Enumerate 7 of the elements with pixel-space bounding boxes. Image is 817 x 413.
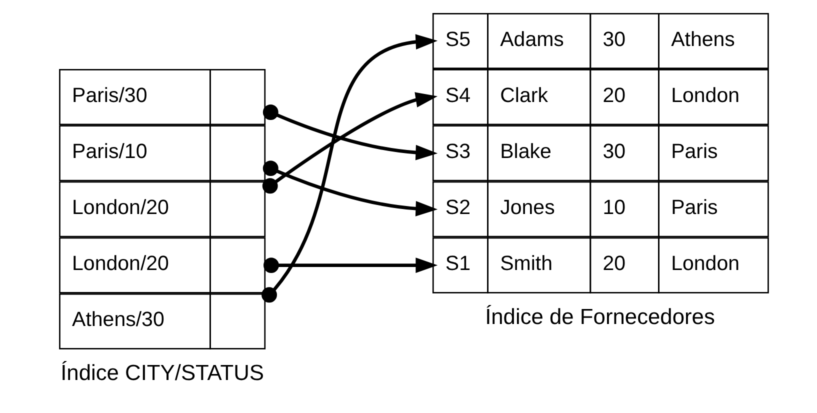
arrow xyxy=(262,160,438,216)
arrow xyxy=(262,34,438,303)
label: Índice CITY/STATUS xyxy=(60,360,264,385)
arrow xyxy=(264,258,438,274)
arrow xyxy=(262,104,438,160)
arrow xyxy=(262,92,438,194)
label: Índice de Fornecedores xyxy=(485,304,715,329)
